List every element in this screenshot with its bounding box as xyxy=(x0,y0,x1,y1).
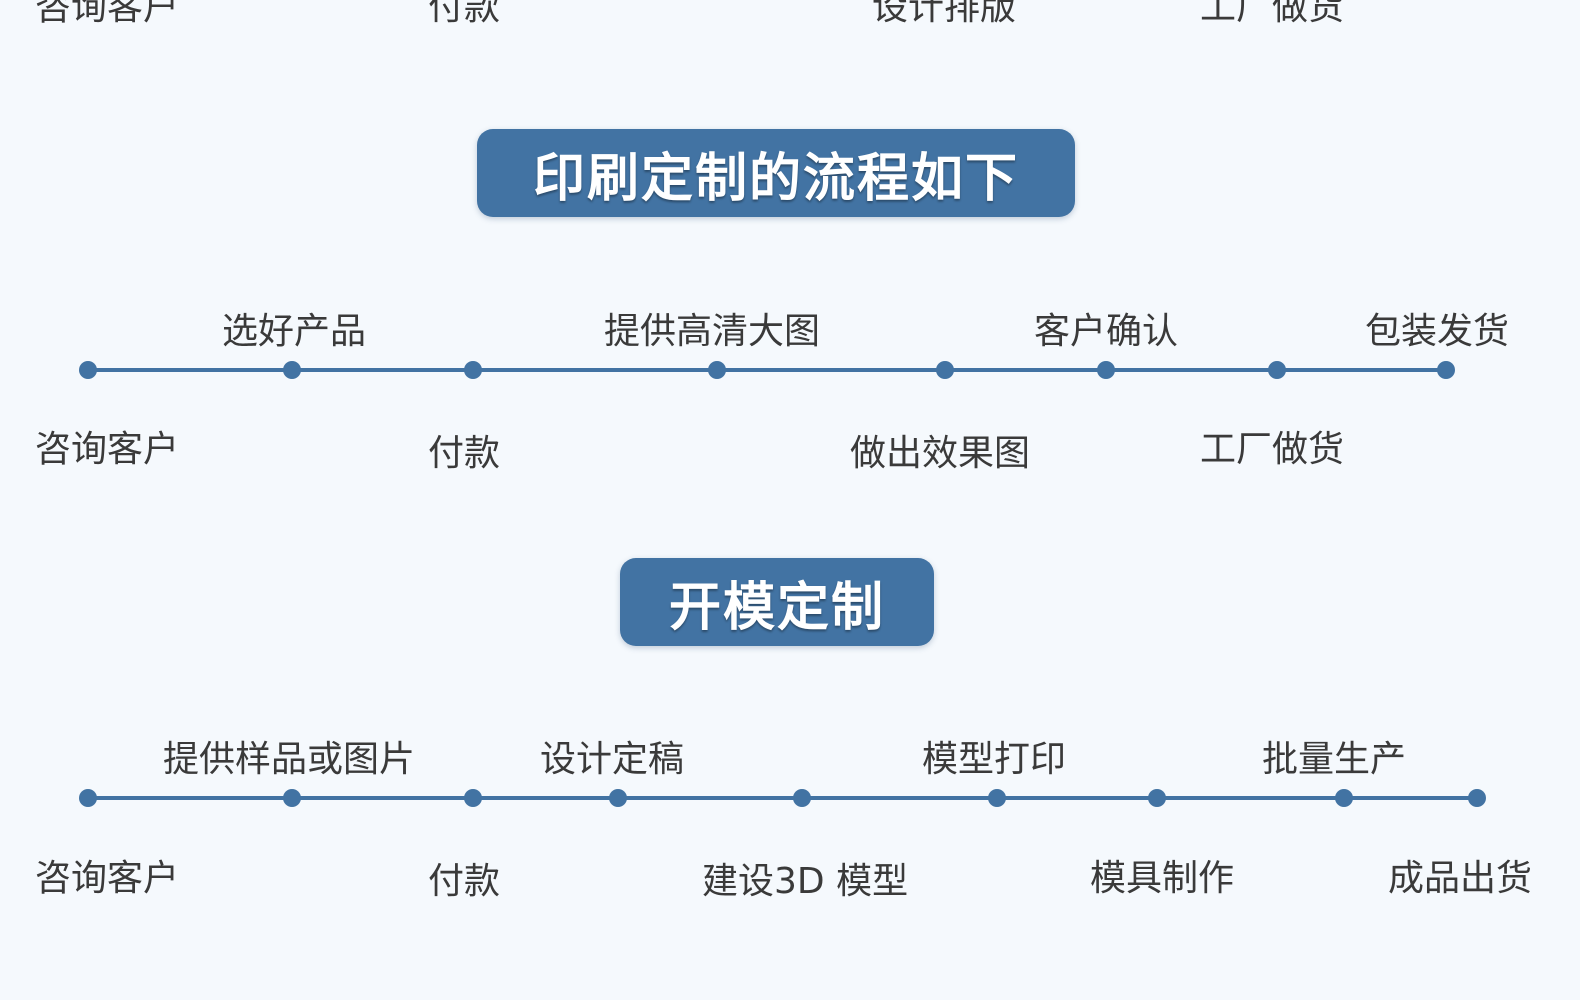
printing-step-pack-ship: 包装发货 xyxy=(1365,311,1510,352)
printing-process-title: 印刷定制的流程如下 xyxy=(532,148,1019,209)
printing-timeline-dot xyxy=(1268,361,1286,379)
printing-step-select-product: 选好产品 xyxy=(222,311,367,352)
mold-timeline-dot xyxy=(283,789,301,807)
printing-step-provide-hd-image: 提供高清大图 xyxy=(604,311,821,352)
mold-step-payment: 付款 xyxy=(428,861,501,902)
mold-step-ship-product: 成品出货 xyxy=(1388,858,1533,899)
printing-step-customer-confirm: 客户确认 xyxy=(1034,311,1179,352)
top-fragment-4: 工厂做货 xyxy=(1200,0,1345,28)
mold-step-consult: 咨询客户 xyxy=(35,858,180,899)
mold-timeline xyxy=(79,789,1486,807)
printing-timeline-dot xyxy=(1097,361,1115,379)
printing-step-factory: 工厂做货 xyxy=(1200,429,1345,470)
mold-custom-banner: 开模定制 xyxy=(620,558,934,646)
mold-timeline-dot xyxy=(1335,789,1353,807)
printing-step-effect-image: 做出效果图 xyxy=(850,433,1031,474)
mold-timeline-dot xyxy=(1148,789,1166,807)
mold-step-sample-or-image: 提供样品或图片 xyxy=(163,739,416,780)
top-fragment-1: 咨询客户 xyxy=(35,0,180,28)
mold-step-mold-making: 模具制作 xyxy=(1090,858,1235,899)
top-fragment-2: 付款 xyxy=(428,0,501,28)
printing-step-payment: 付款 xyxy=(428,433,501,474)
printing-process-banner: 印刷定制的流程如下 xyxy=(477,129,1075,217)
printing-timeline-dot xyxy=(708,361,726,379)
printing-step-consult: 咨询客户 xyxy=(35,429,180,470)
printing-timeline-dot xyxy=(79,361,97,379)
mold-timeline-dot xyxy=(79,789,97,807)
top-fragment-3: 设计排版 xyxy=(872,0,1017,28)
mold-step-design-final: 设计定稿 xyxy=(540,739,685,780)
printing-timeline-dot xyxy=(1437,361,1455,379)
mold-timeline-dot xyxy=(464,789,482,807)
mold-timeline-dot xyxy=(988,789,1006,807)
printing-timeline-dot xyxy=(283,361,301,379)
printing-timeline xyxy=(79,361,1455,379)
mold-timeline-dot xyxy=(793,789,811,807)
mold-step-3d-model: 建设3D 模型 xyxy=(702,861,909,902)
mold-step-model-print: 模型打印 xyxy=(922,739,1067,780)
mold-custom-title: 开模定制 xyxy=(668,577,885,638)
printing-timeline-dot xyxy=(464,361,482,379)
mold-step-mass-production: 批量生产 xyxy=(1262,739,1407,780)
mold-timeline-dot xyxy=(609,789,627,807)
printing-timeline-dot xyxy=(936,361,954,379)
mold-timeline-dot xyxy=(1468,789,1486,807)
